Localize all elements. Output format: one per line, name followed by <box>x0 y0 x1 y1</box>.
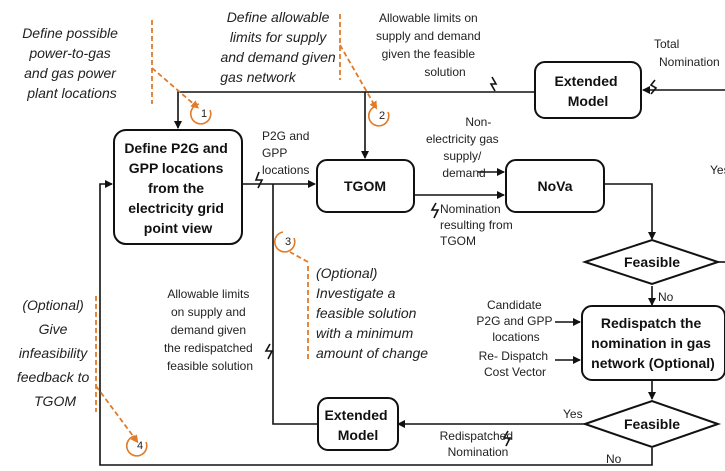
extended-model-bottom-title: Extended Model <box>325 407 392 443</box>
nova-title: NoVa <box>537 178 572 194</box>
tgom-box <box>316 159 415 213</box>
redispatch-box <box>581 305 725 381</box>
nova-to-feasible-arrow <box>605 183 656 240</box>
svg-text:4: 4 <box>137 440 143 452</box>
svg-text:3: 3 <box>285 236 291 248</box>
total-nomination-label: Total Nomination <box>654 37 720 69</box>
signal-mark-3 <box>254 171 264 189</box>
extended-to-tgom-line <box>272 184 318 425</box>
define-locations-title: Define P2G and GPP locations from the el… <box>124 140 231 236</box>
svg-text:1: 1 <box>201 108 207 120</box>
feasible-bottom-title: Feasible <box>624 416 680 432</box>
no-mid-label: No <box>658 290 674 304</box>
top-feedback-line <box>174 91 534 129</box>
signal-mark-5 <box>264 343 274 360</box>
svg-text:2: 2 <box>379 110 385 122</box>
signal-mark-6 <box>502 430 512 447</box>
annotation-3-leader <box>289 251 309 263</box>
signal-mark-1 <box>489 76 498 92</box>
yes-right-label: Yes <box>710 163 725 177</box>
step-4-marker: 4 <box>126 435 148 457</box>
annotation-2-leader <box>339 44 377 110</box>
signal-mark-2 <box>649 79 658 95</box>
feasible-bottom-diamond <box>581 399 722 449</box>
tgom-title: TGOM <box>344 178 386 194</box>
infeasible-feedback-loop <box>99 180 653 466</box>
annotation-3: (Optional) Investigate a feasible soluti… <box>316 265 428 361</box>
nova-box <box>505 159 605 213</box>
extended-model-top-title: Extended Model <box>555 73 622 109</box>
nomination-tgom-label: Nomination resulting from TGOM <box>440 202 516 248</box>
allowable-left-label: Allowable limits on supply and demand gi… <box>164 287 256 373</box>
candidate-label: Candidate P2G and GPP locations <box>476 298 555 344</box>
extended-model-top-box <box>534 61 642 119</box>
step-2-marker: 2 <box>368 105 390 127</box>
annotation-4: (Optional) Give infeasibility feedback t… <box>17 297 93 409</box>
annotation-1-leader <box>151 67 200 109</box>
signal-mark-4 <box>430 202 440 219</box>
annotation-4-leader <box>95 385 139 444</box>
redispatched-nomination-label: Redispatched Nomination <box>440 429 517 459</box>
yes-bottom-label: Yes <box>563 407 583 421</box>
feasible-top-diamond <box>581 238 722 286</box>
no-bottom-label: No <box>606 452 622 466</box>
p2g-gpp-label: P2G and GPP locations <box>262 129 313 177</box>
define-locations-box <box>113 129 243 245</box>
non-electricity-label: Non- electricity gas supply/ demand <box>426 115 502 180</box>
annotation-2: Define allowable limits for supply and d… <box>220 9 339 85</box>
annotation-1: Define possible power-to-gas and gas pow… <box>22 25 122 101</box>
feasible-top-title: Feasible <box>624 254 680 270</box>
allowable-top-label: Allowable limits on supply and demand gi… <box>376 11 484 79</box>
redispatch-cost-label: Re- Dispatch Cost Vector <box>479 349 552 379</box>
step-1-marker: 1 <box>190 103 212 125</box>
extended-model-bottom-box <box>317 397 399 451</box>
redispatch-title: Redispatch the nomination in gas network… <box>591 315 715 371</box>
step-3-marker: 3 <box>274 231 296 253</box>
